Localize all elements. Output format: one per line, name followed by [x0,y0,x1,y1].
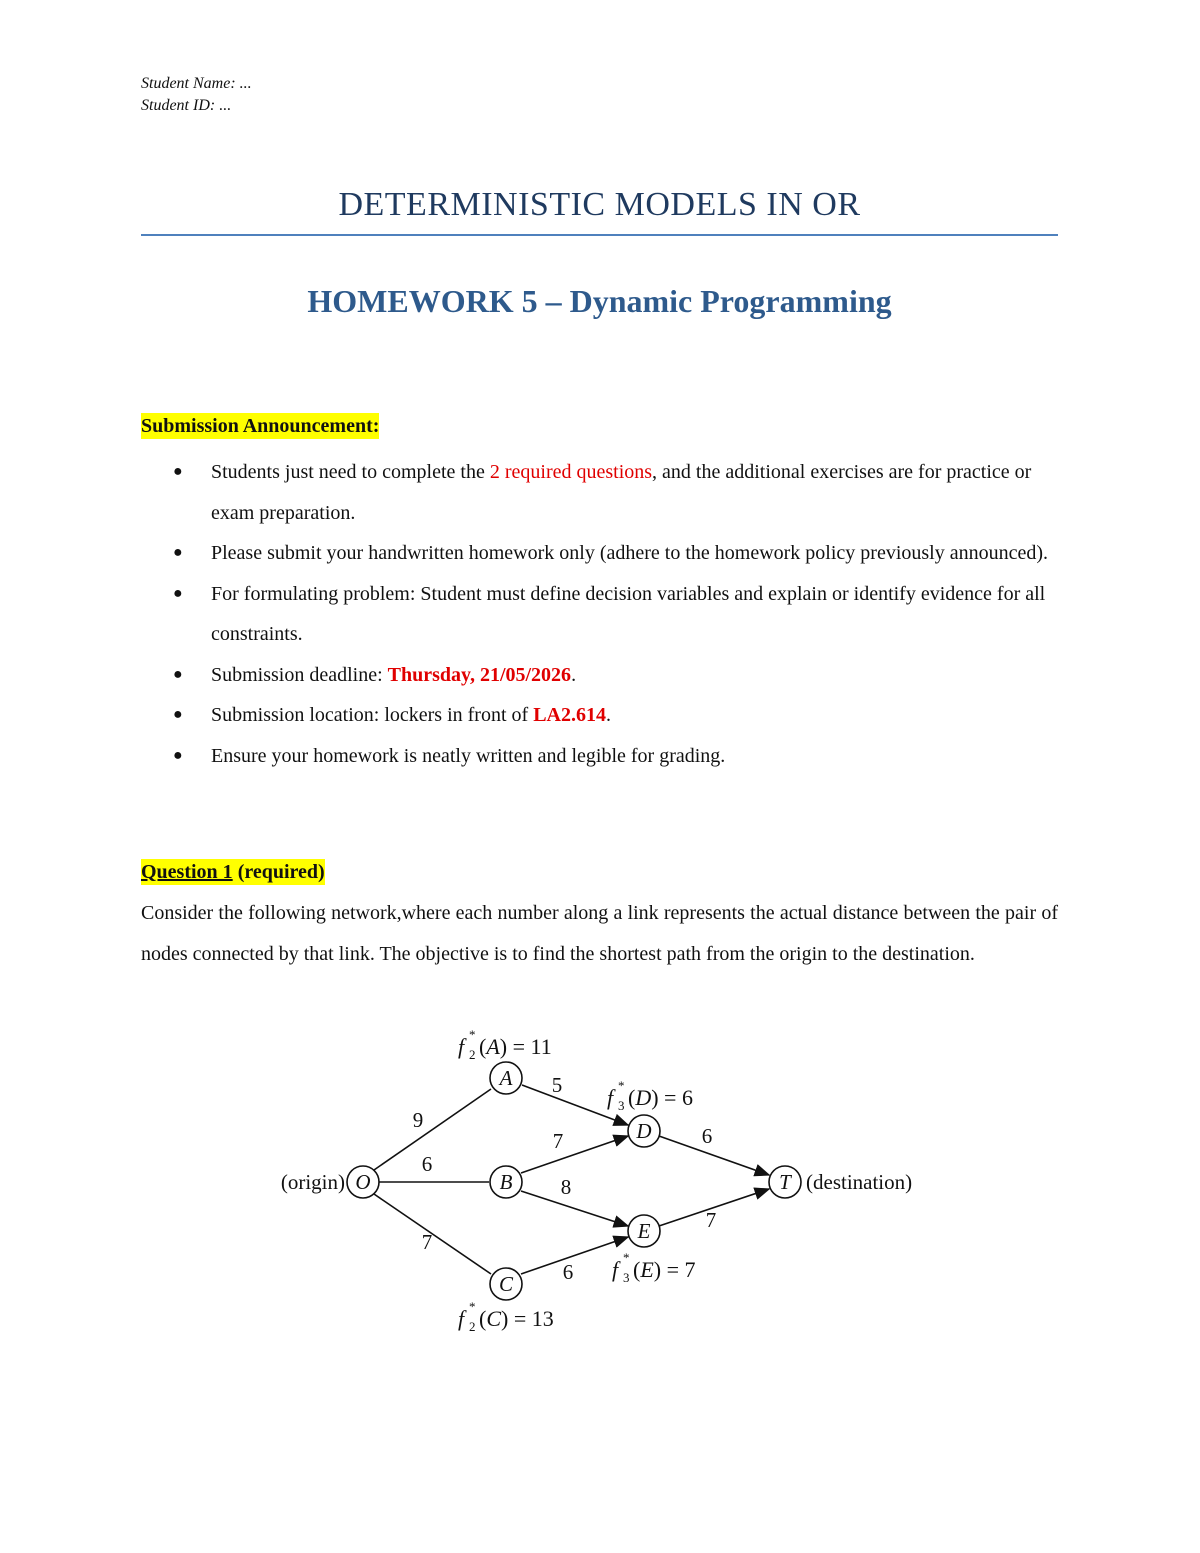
bullet-icon: ● [173,665,183,683]
announcement-heading: Submission Announcement: [141,413,380,439]
svg-text:f: f [612,1257,621,1282]
edge-C-E-weight: 6 [563,1260,574,1284]
node-A [489,1061,523,1095]
homework-title: HOMEWORK 5 – Dynamic Programming [307,283,892,319]
edge-B-D-weight: 7 [553,1129,564,1153]
node-T-label: T [779,1170,792,1194]
student-id-field: Student ID: ... [141,97,232,114]
location-highlight: LA2.614 [533,704,606,726]
student-name-field: Student Name: ... [141,75,252,92]
edge-B-E-weight: 8 [561,1175,572,1199]
node-B-label: B [500,1170,513,1194]
node-E-label: E [637,1219,651,1243]
svg-text:*: * [469,1027,476,1042]
edge-A-D [521,1084,630,1126]
svg-text:*: * [618,1078,625,1093]
svg-text:3: 3 [618,1098,625,1113]
svg-text:2: 2 [469,1319,476,1334]
edge-O-A [373,1088,492,1171]
node-C-label: C [499,1272,514,1296]
edge-D-T [658,1135,771,1177]
bullet-icon: ● [173,544,183,561]
svg-text:2: 2 [469,1047,476,1062]
announcement-list: ●Students just need to complete the 2 re… [141,452,1061,776]
title-divider [141,234,1058,236]
deadline-highlight: Thursday, 21/05/2026 [387,663,572,686]
node-O-label: O [355,1170,370,1194]
bullet-icon: ● [173,706,183,723]
node-O [346,1165,380,1199]
node-C [489,1267,523,1301]
bullet-icon: ● [173,463,183,480]
edge-O-C-weight: 7 [422,1230,433,1254]
node-T [768,1165,802,1199]
svg-text:(C) = 13: (C) = 13 [479,1306,554,1331]
edge-B-D [520,1134,630,1174]
svg-text:*: * [623,1250,630,1265]
edge-E-T [658,1187,771,1227]
edge-O-C [373,1193,492,1275]
edge-B-E [520,1190,630,1228]
svg-text:(D) = 6: (D) = 6 [628,1085,693,1110]
list-item: ●Submission location: lockers in front o… [141,695,1061,736]
edge-O-B-weight: 6 [422,1152,433,1176]
edge-C-E [520,1235,630,1275]
bullet-icon: ● [173,746,183,764]
svg-text:*: * [469,1299,476,1314]
edge-A-D-weight: 5 [552,1073,563,1097]
fC-label: f * 2 (C) = 13 [458,1299,554,1334]
fD-label: f * 3 (D) = 6 [607,1078,693,1113]
node-D [627,1114,661,1148]
bullet-icon: ● [173,584,183,602]
node-D-label: D [635,1119,651,1143]
required-questions-highlight: 2 required questions [489,461,653,483]
edge-D-T-weight: 6 [702,1124,713,1148]
list-item: ●Students just need to complete the 2 re… [141,452,1061,533]
svg-text:f: f [607,1085,616,1110]
node-E [627,1214,661,1248]
fE-label: f * 3 (E) = 7 [612,1250,696,1285]
svg-text:(A) = 11: (A) = 11 [479,1034,552,1059]
list-item: ●Please submit your handwritten homework… [141,533,1061,574]
question-1-text: Consider the following network,where eac… [141,902,1058,965]
network-diagram: O A B C D E T (origin) (destination) 9 6… [250,1025,950,1345]
svg-text:f: f [458,1306,467,1331]
svg-text:(E) = 7: (E) = 7 [633,1257,696,1282]
list-item: ●For formulating problem: Student must d… [141,574,1061,655]
edge-O-A-weight: 9 [413,1108,424,1132]
course-title: DETERMINISTIC MODELS IN OR [338,186,861,223]
svg-text:f: f [458,1034,467,1059]
destination-label: (destination) [806,1170,912,1194]
node-B [489,1165,523,1199]
node-A-label: A [498,1066,513,1090]
svg-text:3: 3 [623,1270,630,1285]
network-svg: O A B C D E T (origin) (destination) 9 6… [281,1027,912,1334]
edge-E-T-weight: 7 [706,1208,717,1232]
fA-label: f * 2 (A) = 11 [458,1027,552,1062]
list-item: ●Submission deadline: Thursday, 21/05/20… [141,655,1061,696]
origin-label: (origin) [281,1170,345,1194]
list-item: ●Ensure your homework is neatly written … [141,736,1061,777]
question-1-heading: Question 1 (required) [141,859,325,885]
